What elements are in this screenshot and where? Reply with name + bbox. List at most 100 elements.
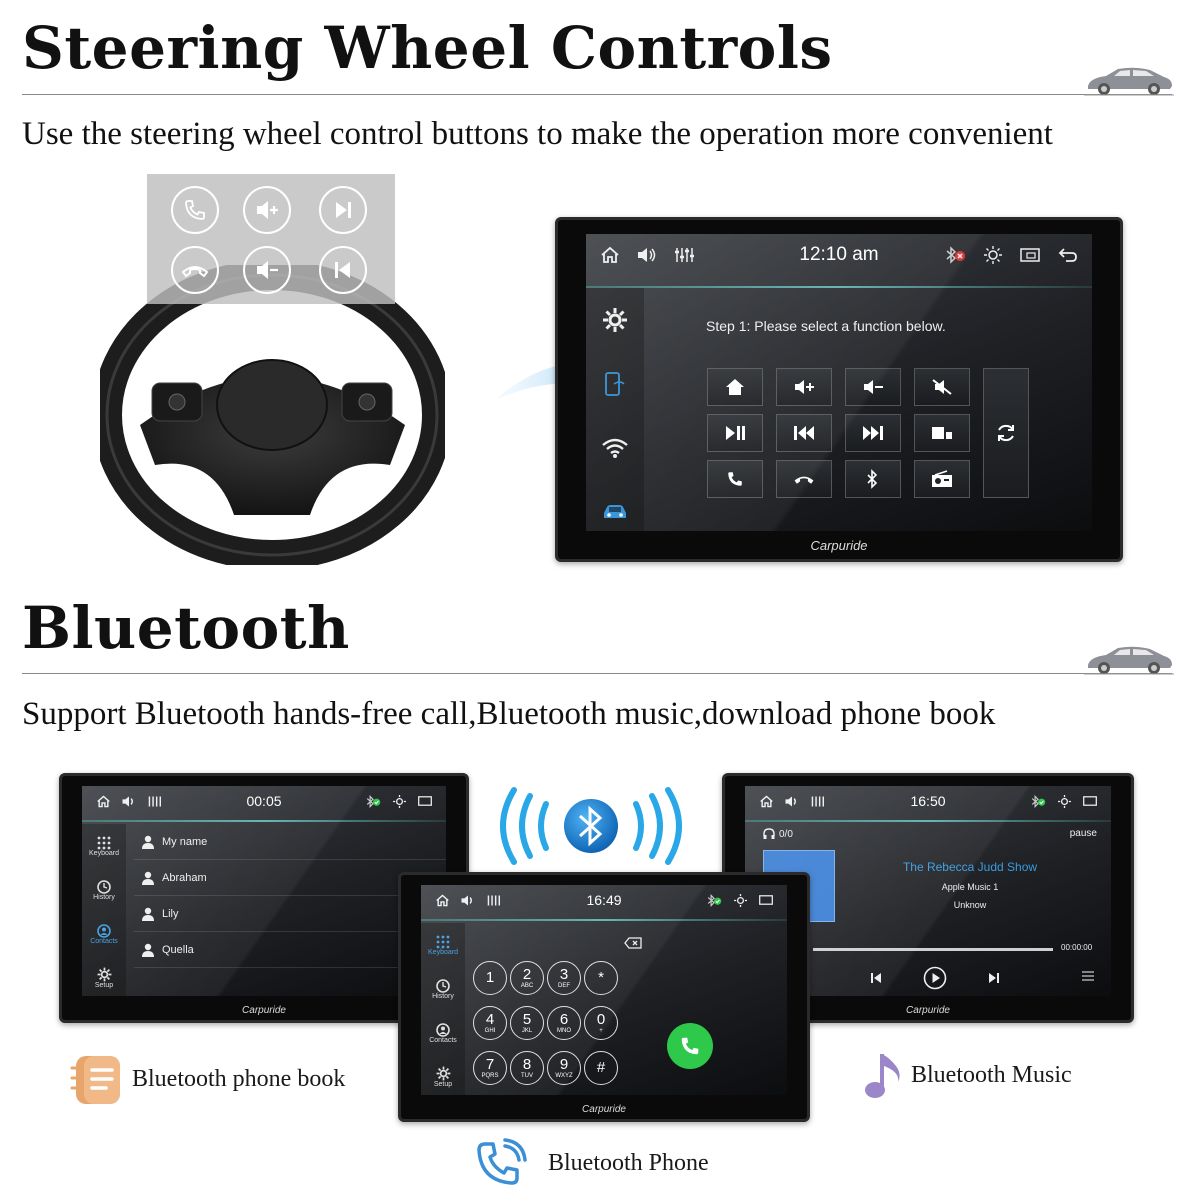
section-divider bbox=[22, 673, 1172, 674]
screen-off-icon[interactable] bbox=[418, 795, 432, 807]
previous-track-icon[interactable] bbox=[870, 972, 882, 984]
headphones-icon bbox=[763, 828, 775, 840]
car-icon bbox=[1084, 646, 1174, 675]
home-icon[interactable] bbox=[759, 794, 774, 808]
next-track-icon[interactable] bbox=[319, 186, 367, 234]
key-letters: ABC bbox=[520, 983, 534, 989]
equalizer-icon[interactable] bbox=[147, 795, 162, 808]
phone-answer-icon[interactable] bbox=[707, 460, 763, 498]
sidebar-item-contacts[interactable]: Contacts bbox=[421, 1011, 465, 1055]
contact-row[interactable]: Lily bbox=[134, 896, 446, 932]
screen-off-icon[interactable] bbox=[759, 894, 773, 906]
sidebar-item-keyboard[interactable]: Keyboard bbox=[82, 824, 126, 868]
home-icon[interactable] bbox=[600, 246, 620, 264]
sidebar-item-setup[interactable]: Setup bbox=[82, 956, 126, 996]
bluetooth-connected-icon bbox=[706, 893, 722, 907]
section-title-steering: Steering Wheel Controls bbox=[22, 14, 833, 82]
key-number: 6 bbox=[559, 1011, 569, 1028]
steering-wheel-image bbox=[100, 265, 445, 565]
contact-row[interactable]: Quella bbox=[134, 932, 446, 968]
phone-hangup-icon[interactable] bbox=[171, 246, 219, 294]
key-letters: + bbox=[599, 1028, 603, 1034]
next-icon[interactable] bbox=[845, 414, 901, 452]
car-settings-icon[interactable] bbox=[586, 480, 644, 531]
radio-icon[interactable] bbox=[914, 460, 970, 498]
brightness-icon[interactable] bbox=[734, 893, 747, 907]
bluetooth-connected-icon bbox=[1030, 794, 1046, 808]
backspace-icon[interactable] bbox=[624, 937, 642, 949]
equalizer-icon[interactable] bbox=[486, 894, 501, 907]
phone-link-icon[interactable] bbox=[586, 352, 644, 416]
volume-down-icon[interactable] bbox=[845, 368, 901, 406]
home-icon[interactable] bbox=[435, 893, 450, 907]
mute-icon[interactable] bbox=[914, 368, 970, 406]
brightness-icon[interactable] bbox=[1058, 794, 1071, 808]
home-icon[interactable] bbox=[96, 794, 111, 808]
equalizer-icon[interactable] bbox=[674, 246, 694, 264]
volume-icon[interactable] bbox=[636, 246, 658, 264]
back-icon[interactable] bbox=[1058, 247, 1078, 263]
key-number: # bbox=[596, 1059, 606, 1076]
mode-icon[interactable] bbox=[914, 414, 970, 452]
key-letters: MNO bbox=[557, 1028, 571, 1034]
key-number: 7 bbox=[485, 1056, 495, 1073]
dial-key[interactable]: 0+ bbox=[584, 1006, 618, 1040]
bluetooth-icon[interactable] bbox=[845, 460, 901, 498]
contact-row[interactable]: Abraham bbox=[134, 860, 446, 896]
key-number: 0 bbox=[596, 1011, 606, 1028]
play-icon[interactable] bbox=[923, 966, 947, 990]
sidebar-item-keyboard[interactable]: Keyboard bbox=[421, 923, 465, 967]
volume-up-icon[interactable] bbox=[243, 186, 291, 234]
volume-icon[interactable] bbox=[121, 795, 137, 808]
contact-row[interactable]: My name bbox=[134, 824, 446, 860]
screen-off-icon[interactable] bbox=[1020, 247, 1040, 263]
home-icon[interactable] bbox=[707, 368, 763, 406]
dial-key[interactable]: 1 bbox=[473, 961, 507, 995]
key-number: 9 bbox=[559, 1056, 569, 1073]
screen-off-icon[interactable] bbox=[1083, 795, 1097, 807]
volume-up-icon[interactable] bbox=[776, 368, 832, 406]
volume-icon[interactable] bbox=[784, 795, 800, 808]
call-button[interactable] bbox=[667, 1023, 713, 1069]
phone-book-icon bbox=[70, 1056, 120, 1104]
play-pause-icon[interactable] bbox=[707, 414, 763, 452]
key-number: * bbox=[598, 969, 604, 986]
phone-answer-icon[interactable] bbox=[171, 186, 219, 234]
clock-icon bbox=[436, 978, 450, 993]
sidebar-item-setup[interactable]: Setup bbox=[421, 1055, 465, 1095]
feature-label-phone-book: Bluetooth phone book bbox=[132, 1066, 346, 1092]
sidebar-item-history[interactable]: History bbox=[421, 967, 465, 1011]
next-track-icon[interactable] bbox=[988, 972, 1000, 984]
sidebar-item-contacts[interactable]: Contacts bbox=[82, 912, 126, 956]
section-subtitle-bluetooth: Support Bluetooth hands-free call,Blueto… bbox=[22, 696, 996, 732]
brightness-icon[interactable] bbox=[393, 794, 406, 808]
settings-icon[interactable] bbox=[586, 288, 644, 352]
dial-key[interactable]: # bbox=[584, 1051, 618, 1085]
brightness-icon[interactable] bbox=[984, 246, 1002, 264]
volume-down-icon[interactable] bbox=[243, 246, 291, 294]
progress-bar[interactable] bbox=[813, 948, 1053, 951]
dialer-screen: 16:49 Keyboard History Contacts Setup 1 … bbox=[398, 872, 810, 1122]
sidebar-item-history[interactable]: History bbox=[82, 868, 126, 912]
previous-icon[interactable] bbox=[776, 414, 832, 452]
wifi-icon[interactable] bbox=[586, 416, 644, 480]
equalizer-icon[interactable] bbox=[810, 795, 825, 808]
sidebar-label: Keyboard bbox=[428, 948, 458, 956]
sidebar-label: History bbox=[432, 992, 454, 1000]
phone-hangup-icon[interactable] bbox=[776, 460, 832, 498]
dial-key[interactable]: * bbox=[584, 961, 618, 995]
refresh-button[interactable] bbox=[983, 368, 1029, 498]
feature-label-phone: Bluetooth Phone bbox=[548, 1150, 709, 1176]
previous-track-icon[interactable] bbox=[319, 246, 367, 294]
playlist-icon[interactable] bbox=[1081, 970, 1095, 982]
volume-icon[interactable] bbox=[460, 894, 476, 907]
